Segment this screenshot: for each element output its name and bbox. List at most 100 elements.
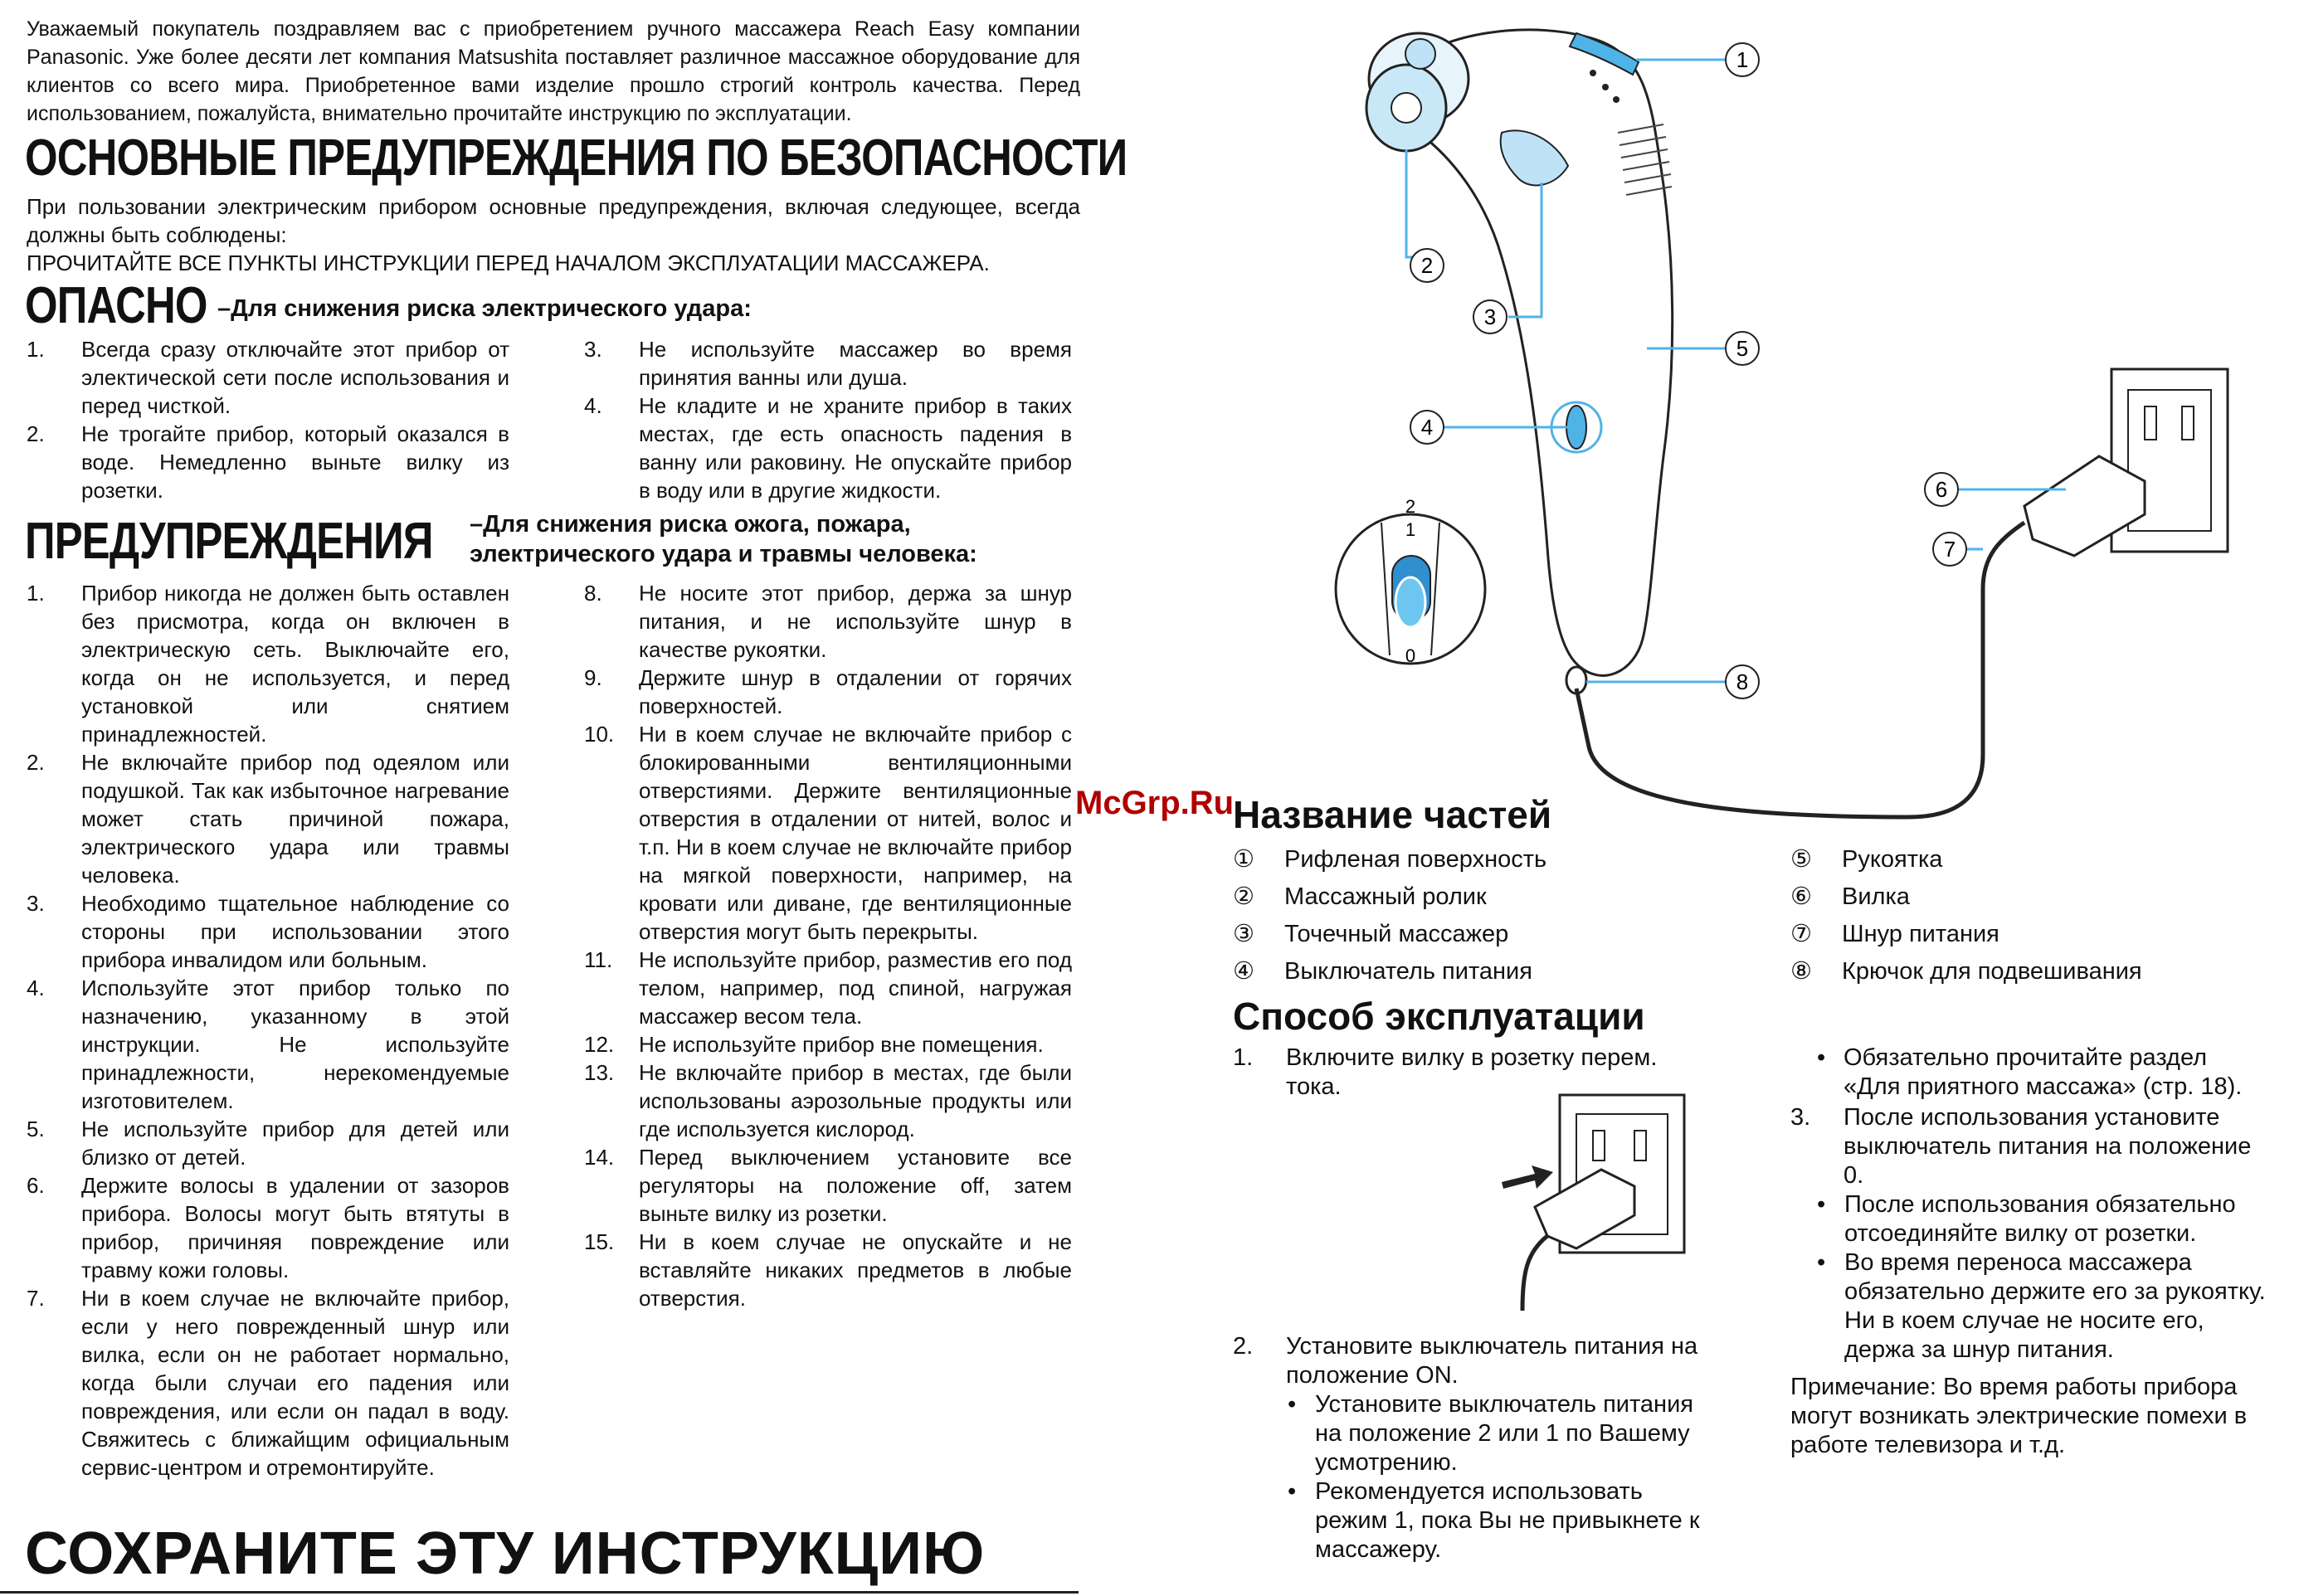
list-item: 3. После использования установите выключа… bbox=[1790, 1103, 2270, 1190]
part-number: ⑧ bbox=[1790, 958, 1812, 985]
part-label: Массажный ролик bbox=[1284, 883, 1487, 910]
item-text: Не используйте прибор, разместив его под… bbox=[639, 947, 1072, 1029]
list-item: 1.Прибор никогда не должен быть оставлен… bbox=[27, 579, 509, 748]
list-item: 6.Держите волосы в удалении от зазоров п… bbox=[27, 1171, 509, 1284]
callout-label: 6 bbox=[1936, 477, 1947, 502]
switch-label-2: 2 bbox=[1405, 496, 1415, 517]
list-item: 2.Не включайте прибор под одеялом или по… bbox=[27, 748, 509, 889]
callout-label: 8 bbox=[1736, 669, 1748, 694]
item-number: 15. bbox=[584, 1229, 615, 1254]
power-switch-icon bbox=[1566, 405, 1587, 450]
item-text: Не трогайте прибор, который оказался в в… bbox=[81, 421, 509, 503]
part-label: Точечный массажер bbox=[1284, 921, 1509, 947]
list-item: 3.Не используйте массажер во время приня… bbox=[584, 335, 1072, 392]
bullet-item: Рекомендуется использовать режим 1, пока… bbox=[1286, 1477, 1714, 1564]
item-number: 13. bbox=[584, 1060, 615, 1085]
callout-label: 5 bbox=[1736, 336, 1748, 361]
item-number: 10. bbox=[584, 722, 615, 747]
grip-ribs bbox=[1617, 124, 1673, 196]
step-number: 3. bbox=[1790, 1104, 1811, 1131]
item-text: Ни в коем случае не включайте прибор с б… bbox=[639, 722, 1072, 944]
list-item: ③ Точечный массажер bbox=[1233, 916, 1747, 953]
item-text: Не кладите и не храните прибор в таких м… bbox=[639, 393, 1072, 503]
safety-title: ОСНОВНЫЕ ПРЕДУПРЕЖДЕНИЯ ПО БЕЗОПАСНОСТИ bbox=[25, 129, 1128, 187]
item-text: Ни в коем случае не опускайте и не встав… bbox=[639, 1229, 1072, 1311]
callout-lines bbox=[1405, 58, 2066, 684]
watermark: McGrp.Ru bbox=[1075, 785, 1235, 821]
item-number: 4. bbox=[584, 393, 602, 418]
usage-step-1: 1.Включите вилку в розетку перем. тока. bbox=[1233, 1044, 1697, 1102]
bullet-item: Обязательно прочитайте раздел «Для прият… bbox=[1790, 1044, 2270, 1102]
bottom-rule bbox=[0, 1591, 1079, 1594]
callout-4 bbox=[1410, 410, 1444, 445]
step-number: 2. bbox=[1233, 1333, 1254, 1360]
item-number: 12. bbox=[584, 1032, 615, 1057]
item-number: 2. bbox=[27, 421, 45, 446]
callout-6 bbox=[1924, 472, 1959, 507]
item-number: 9. bbox=[584, 665, 602, 690]
part-number: ⑦ bbox=[1790, 921, 1812, 947]
danger-subtitle: –Для снижения риска электрического удара… bbox=[217, 295, 752, 322]
warnings-title: ПРЕДУПРЕЖДЕНИЯ bbox=[25, 513, 433, 570]
callout-label: 1 bbox=[1736, 47, 1748, 72]
part-label: Рифленая поверхность bbox=[1284, 846, 1547, 873]
item-number: 1. bbox=[27, 581, 45, 606]
item-number: 1. bbox=[27, 337, 45, 362]
item-text: Используйте этот прибор только по назнач… bbox=[81, 976, 509, 1113]
step-text: Установите выключатель питания на положе… bbox=[1286, 1333, 1698, 1389]
warnings-list-left: 1.Прибор никогда не должен быть оставлен… bbox=[27, 579, 509, 1482]
item-number: 11. bbox=[584, 947, 613, 972]
part-number: ⑤ bbox=[1790, 846, 1812, 873]
list-item: ② Массажный ролик bbox=[1233, 878, 1747, 916]
step-text: После использования установите выключате… bbox=[1844, 1104, 2252, 1189]
warnings-subtitle-1: –Для снижения риска ожога, пожара, bbox=[470, 511, 911, 538]
item-number: 14. bbox=[584, 1145, 615, 1170]
outlet-slot bbox=[2181, 406, 2194, 440]
list-item: 1.Включите вилку в розетку перем. тока. bbox=[1233, 1044, 1697, 1102]
item-text: Не включайте прибор в местах, где были и… bbox=[639, 1060, 1072, 1141]
list-item: 2. Установите выключатель питания на поло… bbox=[1233, 1332, 1714, 1390]
vent-dot bbox=[1602, 84, 1609, 90]
outlet-slot bbox=[1634, 1130, 1647, 1161]
item-number: 7. bbox=[27, 1286, 45, 1311]
item-number: 6. bbox=[27, 1173, 45, 1198]
item-number: 3. bbox=[27, 891, 45, 916]
list-item: 5.Не используйте прибор для детей или бл… bbox=[27, 1115, 509, 1171]
safety-caps: ПРОЧИТАЙТЕ ВСЕ ПУНКТЫ ИНСТРУКЦИИ ПЕРЕД Н… bbox=[27, 251, 990, 275]
usage-note: Примечание: Во время работы прибора могу… bbox=[1790, 1374, 2248, 1458]
item-text: Перед выключением установите все регулят… bbox=[639, 1145, 1072, 1226]
step-2-continued: Обязательно прочитайте раздел «Для прият… bbox=[1790, 1044, 2270, 1102]
plug-outlet-illustration bbox=[1502, 1093, 1686, 1311]
parts-title: Название частей bbox=[1233, 793, 1552, 836]
usage-right-column: Обязательно прочитайте раздел «Для прият… bbox=[1790, 1044, 2270, 1460]
item-text: Держите шнур в отдалении от горячих пове… bbox=[639, 665, 1072, 718]
part-label: Выключатель питания bbox=[1284, 958, 1532, 985]
usage-step-2: 2. Установите выключатель питания на поло… bbox=[1233, 1332, 1714, 1564]
part-number: ② bbox=[1233, 883, 1254, 910]
cord bbox=[1520, 1234, 1549, 1311]
item-text: Не включайте прибор под одеялом или поду… bbox=[81, 750, 509, 888]
safety-text: При пользовании электрическим прибором о… bbox=[27, 194, 1080, 247]
list-item: 8.Не носите этот прибор, держа за шнур п… bbox=[584, 579, 1072, 664]
warnings-subtitle-2: электрического удара и травмы человека: bbox=[470, 541, 977, 567]
item-text: Не используйте прибор вне помещения. bbox=[639, 1032, 1044, 1057]
list-item: 10. Ни в коем случае не включайте прибор … bbox=[584, 720, 1072, 946]
danger-list-right: 3.Не используйте массажер во время приня… bbox=[584, 335, 1072, 504]
point-massager bbox=[1499, 129, 1570, 187]
power-cord bbox=[1574, 520, 2026, 820]
danger-list-left: 1.Всегда сразу отключайте этот прибор от… bbox=[27, 335, 509, 504]
list-item: 1.Всегда сразу отключайте этот прибор от… bbox=[27, 335, 509, 420]
part-number: ③ bbox=[1233, 921, 1254, 947]
switch-highlight bbox=[1550, 401, 1603, 454]
switch-label-0: 0 bbox=[1405, 645, 1415, 666]
usage-title: Способ эксплуатации bbox=[1233, 995, 1645, 1038]
switch-knob bbox=[1394, 576, 1427, 629]
callout-8 bbox=[1725, 664, 1760, 699]
massager-body bbox=[1391, 28, 1674, 677]
step-3-bullets: После использования обязательно отсоедин… bbox=[1790, 1190, 2270, 1365]
